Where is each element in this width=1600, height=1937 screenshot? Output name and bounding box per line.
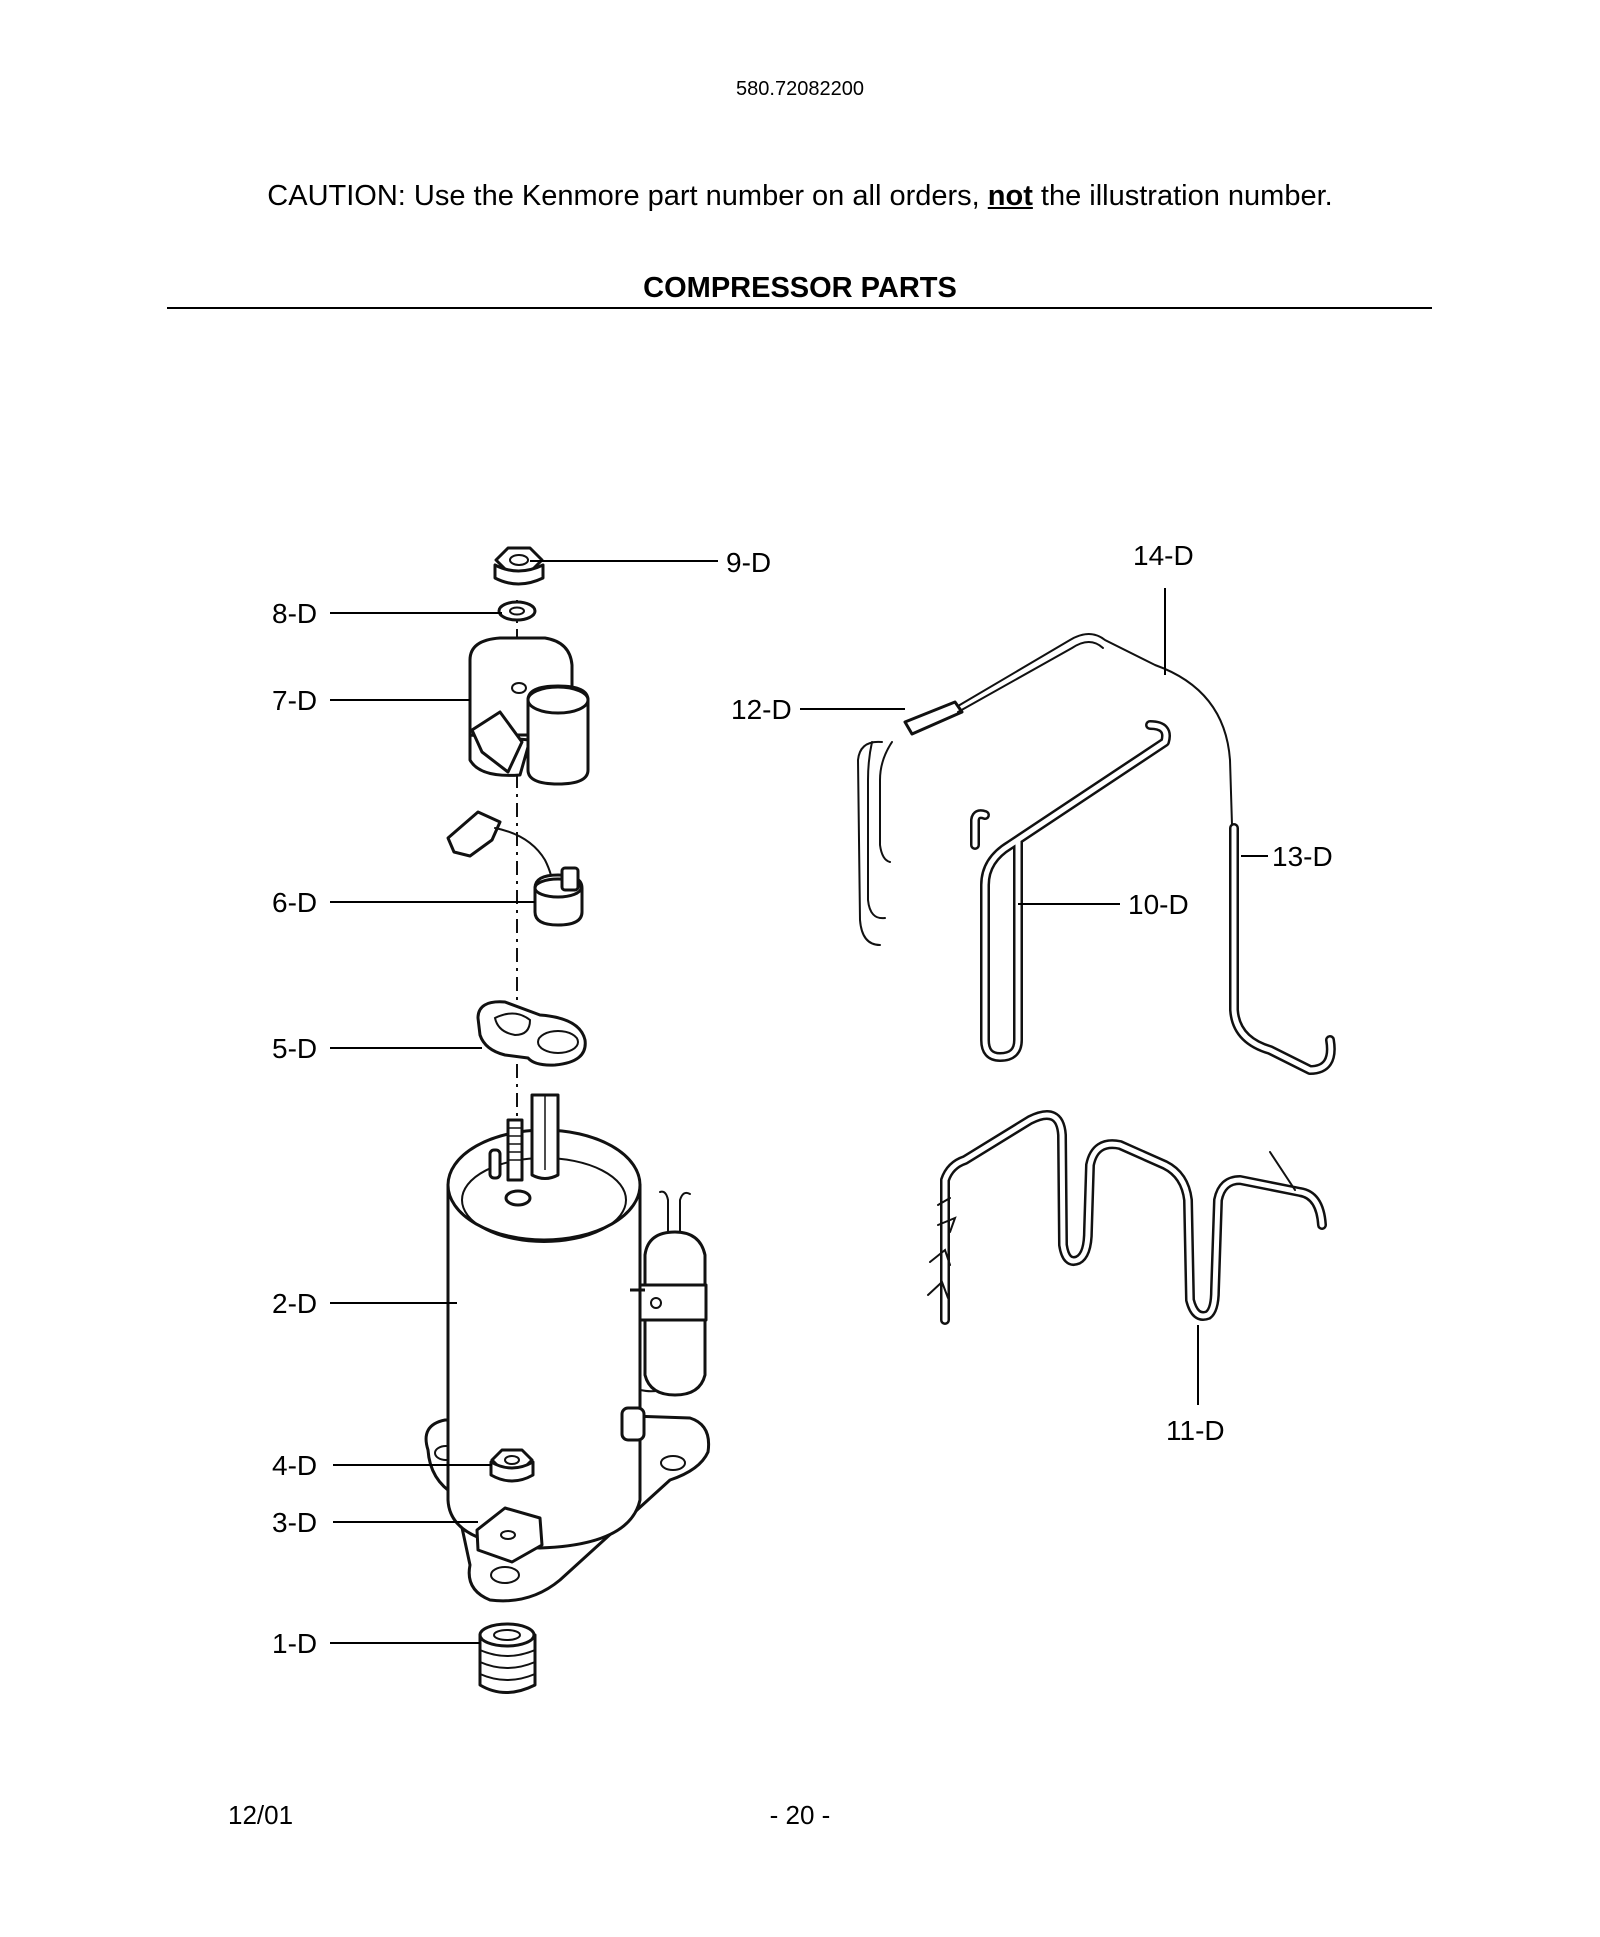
callout-14-d: 14-D: [1133, 540, 1194, 571]
caution-prefix: CAUTION: Use the Kenmore part number on …: [267, 180, 988, 212]
callout-4-d: 4-D: [272, 1450, 317, 1481]
model-number: 580.72082200: [736, 78, 864, 100]
callout-12-d: 12-D: [731, 694, 792, 725]
part-5-gasket: [476, 1000, 587, 1067]
compressor-assembly: [424, 546, 711, 1694]
caution-emphasis: not: [987, 180, 1033, 212]
callout-9-d: 9-D: [726, 547, 771, 578]
part-2-compressor-shell: [424, 1093, 711, 1603]
part-7-terminal-cover: [468, 636, 590, 786]
part-6-overload-protector: [446, 810, 584, 927]
callout-3-d: 3-D: [272, 1507, 317, 1538]
part-9-nut: [493, 546, 545, 586]
callout-13-d: 13-D: [1272, 841, 1333, 872]
callout-2-d: 2-D: [272, 1288, 317, 1319]
caution-suffix: the illustration number.: [1032, 180, 1333, 212]
part-4-nut: [489, 1448, 535, 1483]
page-number: - 20 -: [769, 1800, 831, 1830]
callout-leaders: [330, 560, 1268, 1644]
section-title: COMPRESSOR PARTS: [643, 272, 957, 304]
callout-5-d: 5-D: [272, 1033, 317, 1064]
section-divider: [167, 307, 1432, 309]
callout-1-d: 1-D: [272, 1628, 317, 1659]
callout-10-d: 10-D: [1128, 889, 1189, 920]
part-3-mounting-clip: [475, 1506, 544, 1584]
caution-notice: CAUTION: Use the Kenmore part number on …: [0, 180, 1600, 213]
callout-7-d: 7-D: [272, 685, 317, 716]
callout-6-d: 6-D: [272, 887, 317, 918]
part-8-washer: [497, 600, 537, 622]
callout-8-d: 8-D: [272, 598, 317, 629]
capillary-tubing-group: [856, 633, 1336, 1325]
footer-date: 12/01: [228, 1800, 294, 1830]
callout-11-d: 11-D: [1166, 1415, 1225, 1446]
part-1-grommet: [478, 1622, 537, 1694]
